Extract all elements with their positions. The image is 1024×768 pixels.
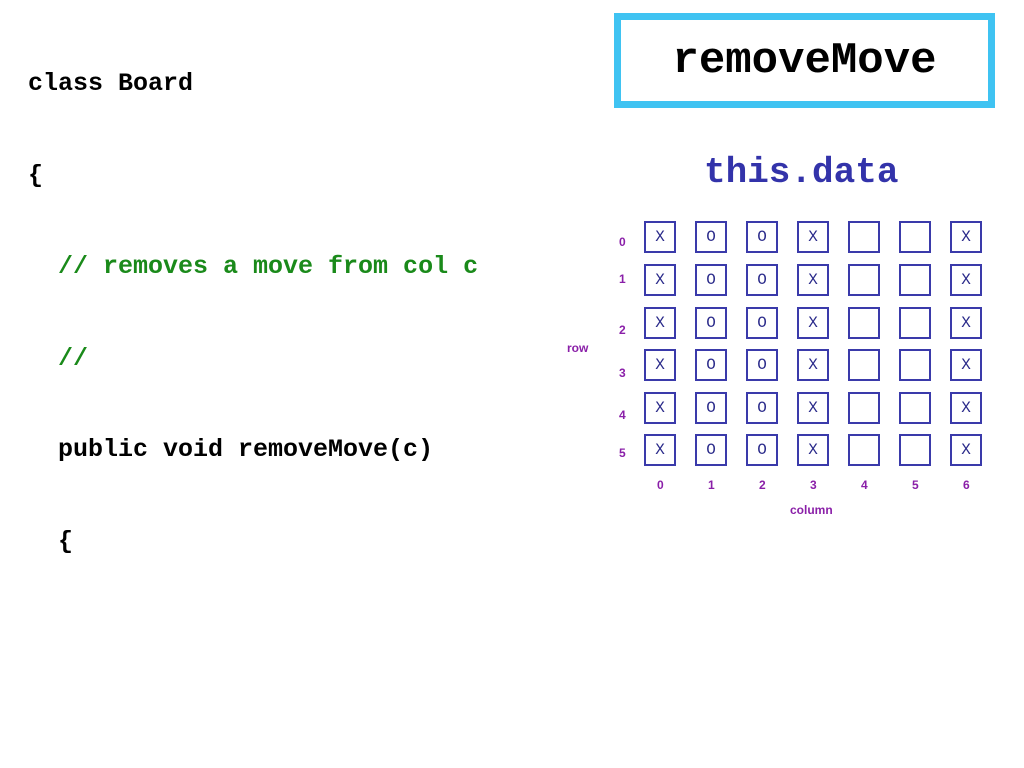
board-cell: X	[950, 434, 982, 466]
board-cell	[848, 349, 880, 381]
board-cell: X	[797, 221, 829, 253]
column-label: 2	[759, 478, 766, 492]
board-cell: O	[695, 392, 727, 424]
board-cell: O	[695, 221, 727, 253]
row-label: 5	[619, 446, 626, 460]
board-cell: X	[797, 264, 829, 296]
board-cell: X	[797, 392, 829, 424]
board-cell: X	[797, 307, 829, 339]
board-caption-text: this.data	[704, 152, 899, 193]
board-cell: X	[950, 392, 982, 424]
code-comment-line: //	[28, 343, 89, 373]
board-cell: O	[695, 434, 727, 466]
board-cell: X	[797, 349, 829, 381]
board-cell	[899, 349, 931, 381]
code-line: public void removeMove(c)	[28, 435, 434, 464]
board-cell: X	[644, 307, 676, 339]
board-cell: X	[644, 434, 676, 466]
board-cell: X	[644, 349, 676, 381]
row-label: 0	[619, 235, 626, 249]
code-line: class Board	[28, 69, 194, 98]
board-cell: O	[746, 264, 778, 296]
board-cell: O	[746, 392, 778, 424]
board-cell	[848, 434, 880, 466]
column-label: 3	[810, 478, 817, 492]
column-label: 1	[708, 478, 715, 492]
board-cell: X	[797, 434, 829, 466]
column-label: 5	[912, 478, 919, 492]
column-axis-label: column	[790, 503, 833, 517]
board-cell: O	[746, 434, 778, 466]
board-cell	[848, 221, 880, 253]
row-label: 3	[619, 366, 626, 380]
board-cell: X	[950, 264, 982, 296]
row-axis-label: row	[567, 341, 589, 355]
board-cell: O	[746, 349, 778, 381]
board-cell: X	[644, 221, 676, 253]
column-label: 0	[657, 478, 664, 492]
title-box: removeMove	[614, 13, 995, 108]
code-comment-line: // removes a move from col c	[28, 252, 479, 281]
board-cell	[899, 264, 931, 296]
board-cell: X	[950, 349, 982, 381]
row-label: 4	[619, 408, 626, 422]
board-cell: X	[950, 307, 982, 339]
board-cell: X	[644, 264, 676, 296]
board-cell	[899, 434, 931, 466]
code-line: {	[28, 526, 74, 556]
code-line: {	[28, 160, 44, 190]
board-cell: X	[950, 221, 982, 253]
board-cell: O	[695, 307, 727, 339]
board-cell: O	[746, 221, 778, 253]
board-cell: X	[644, 392, 676, 424]
column-label: 4	[861, 478, 868, 492]
board-cell	[899, 307, 931, 339]
board-cell	[899, 392, 931, 424]
row-label: 2	[619, 323, 626, 337]
row-label: 1	[619, 272, 626, 286]
board-cell: O	[695, 264, 727, 296]
column-label: 6	[963, 478, 970, 492]
slide-title: removeMove	[672, 35, 937, 86]
board-cell: O	[746, 307, 778, 339]
board-cell	[848, 264, 880, 296]
board-cell	[848, 392, 880, 424]
board-cell	[899, 221, 931, 253]
code-block: class Board { // removes a move from col…	[28, 8, 478, 588]
board-cell	[848, 307, 880, 339]
board-cell: O	[695, 349, 727, 381]
